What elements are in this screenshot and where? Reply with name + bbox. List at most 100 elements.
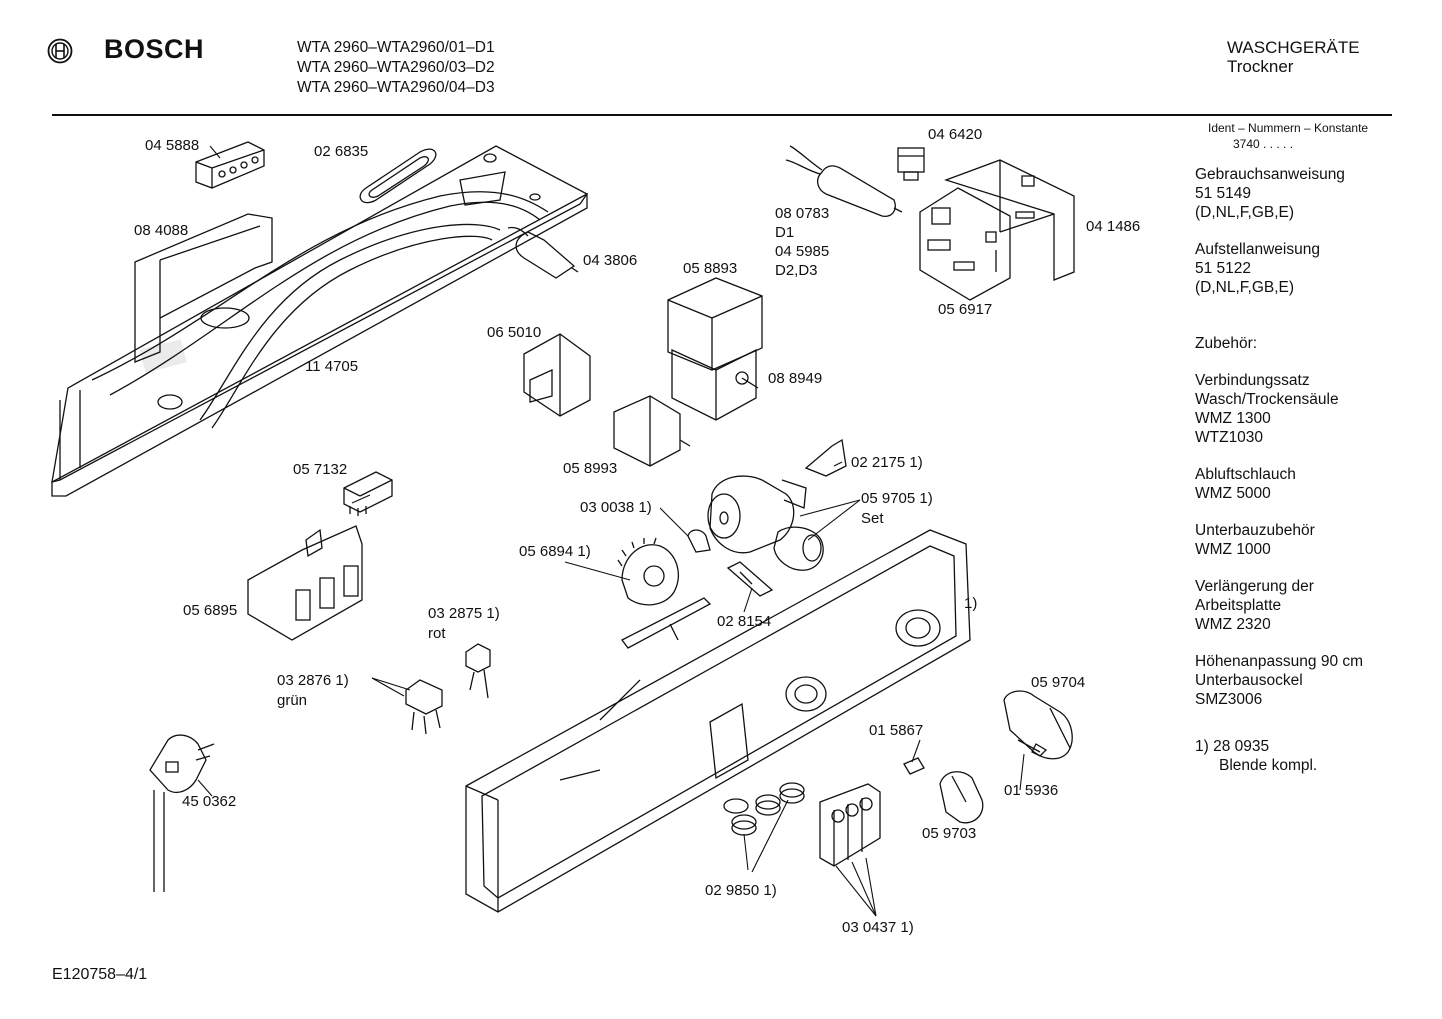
footnote: 1) 28 0935 Blende kompl. <box>1195 737 1363 775</box>
model-line: WTA 2960–WTA2960/04–D3 <box>297 79 495 96</box>
cam-gear-part <box>617 537 679 606</box>
document-code: E120758–4/1 <box>52 966 148 983</box>
sidebar-line: Verlängerung der <box>1195 578 1314 595</box>
sidebar-block: Verbindungssatz Wasch/Trockensäule WMZ 1… <box>1195 371 1363 447</box>
sidebar-line: WTZ1030 <box>1195 429 1264 446</box>
sidebar-line: Gebrauchsanweisung <box>1195 166 1345 183</box>
part-label-030038: 03 0038 1) <box>580 499 652 516</box>
sidebar-line: SMZ3006 <box>1195 691 1263 708</box>
sidebar-line: Unterbausockel <box>1195 672 1303 689</box>
sidebar-line: Arbeitsplatte <box>1195 597 1282 614</box>
footnote-line: Blende kompl. <box>1219 757 1318 774</box>
sidebar-line: 51 5149 <box>1195 185 1252 202</box>
part-label-d1: D1 <box>775 224 795 241</box>
sidebar-line: (D,NL,F,GB,E) <box>1195 279 1295 296</box>
relay-part <box>897 147 925 181</box>
part-label-059704: 05 9704 <box>1031 674 1086 691</box>
sidebar-block: Gebrauchsanweisung 51 5149 (D,NL,F,GB,E) <box>1195 165 1363 222</box>
part-label-065010: 06 5010 <box>487 324 542 341</box>
ident-value: 3740 . . . . . <box>1233 137 1294 151</box>
part-label-026835: 02 6835 <box>314 143 369 160</box>
part-label-450362: 45 0362 <box>182 793 237 810</box>
part-label-045888: 04 5888 <box>145 137 200 154</box>
indicator-bar-part <box>621 597 712 649</box>
part-label-022175: 02 2175 1) <box>851 454 923 471</box>
shaft-part <box>726 561 774 597</box>
model-line: WTA 2960–WTA2960/03–D2 <box>297 59 495 76</box>
sidebar-line: Verbindungssatz <box>1195 372 1310 389</box>
sidebar-block: Höhenanpassung 90 cm Unterbausockel SMZ3… <box>1195 652 1363 709</box>
push-button-part <box>819 783 881 867</box>
connector-part <box>343 471 393 516</box>
sidebar-line: Abluftschlauch <box>1195 466 1296 483</box>
part-label-041486: 04 1486 <box>1086 218 1141 235</box>
sidebar-block: Aufstellanweisung 51 5122 (D,NL,F,GB,E) <box>1195 240 1363 297</box>
part-label-gruen: grün <box>277 692 308 709</box>
leader-lines <box>197 145 1025 917</box>
spring-part <box>723 782 805 836</box>
control-knob-large-part <box>1003 690 1073 760</box>
part-label-panel: 1) <box>964 595 978 612</box>
part-label-058993: 05 8993 <box>563 460 618 477</box>
part-label-d2d3: D2,D3 <box>775 262 818 279</box>
sidebar-block: Unterbauzubehör WMZ 1000 <box>1195 521 1363 559</box>
part-label-059705: 05 9705 1) <box>861 490 933 507</box>
part-label-056895: 05 6895 <box>183 602 238 619</box>
part-label-088949: 08 8949 <box>768 370 823 387</box>
sidebar-line: Höhenanpassung 90 cm <box>1195 653 1364 670</box>
sidebar-block: Verlängerung der Arbeitsplatte WMZ 2320 <box>1195 577 1363 634</box>
part-label-032875: 03 2875 1) <box>428 605 500 622</box>
sidebar-line: Zubehör: <box>1195 335 1258 352</box>
part-label-056917: 05 6917 <box>938 301 993 318</box>
header-divider <box>52 114 1392 116</box>
bracket-part <box>134 213 273 363</box>
selector-switch-part <box>613 395 691 467</box>
part-label-032876: 03 2876 1) <box>277 672 349 689</box>
small-clip-part <box>903 757 925 775</box>
part-label-set: Set <box>861 510 884 527</box>
model-line: WTA 2960–WTA2960/01–D1 <box>297 39 495 56</box>
part-label-028154: 02 8154 <box>717 613 772 630</box>
clip-part <box>687 529 711 553</box>
sidebar-line: WMZ 1300 <box>1195 410 1271 427</box>
part-label-015936: 01 5936 <box>1004 782 1059 799</box>
footnote-line: 1) 28 0935 <box>1195 738 1270 755</box>
sidebar-line: Unterbauzubehör <box>1195 522 1315 539</box>
sidebar-block: Zubehör: <box>1195 334 1363 353</box>
capacitor-large-part <box>785 145 903 217</box>
terminal-block-part <box>195 141 265 189</box>
part-label-043806: 04 3806 <box>583 252 638 269</box>
control-knob-part <box>939 771 984 824</box>
plug-connector-part <box>405 643 491 735</box>
brand-name: BOSCH <box>104 34 205 64</box>
sidebar-line: 51 5122 <box>1195 260 1252 277</box>
pcb-part <box>919 187 1011 301</box>
part-label-056894: 05 6894 1) <box>519 543 591 560</box>
sidebar-line: Wasch/Trockensäule <box>1195 391 1339 408</box>
bosch-logo-icon <box>47 38 73 64</box>
part-label-058893: 05 8893 <box>683 260 738 277</box>
part-label-030437: 03 0437 1) <box>842 919 914 936</box>
category-subtitle: Trockner <box>1227 57 1294 76</box>
model-list: WTA 2960–WTA2960/01–D1 WTA 2960–WTA2960/… <box>297 38 495 98</box>
fascia-panel-part <box>465 529 971 913</box>
screw-part <box>1017 739 1048 757</box>
switch-housing-part <box>247 525 363 641</box>
support-frame-part <box>943 159 1075 281</box>
part-label-045985: 04 5985 <box>775 243 830 260</box>
category-block: WASCHGERÄTE Trockner <box>1227 38 1360 76</box>
top-frame-part <box>51 145 588 497</box>
accessory-sidebar: Gebrauchsanweisung 51 5149 (D,NL,F,GB,E)… <box>1195 165 1363 775</box>
capacitor-small-part <box>507 226 579 279</box>
part-label-046420: 04 6420 <box>928 126 983 143</box>
exploded-diagram <box>51 141 1075 917</box>
part-label-rot: rot <box>428 625 446 642</box>
category-title: WASCHGERÄTE <box>1227 38 1360 57</box>
part-label-029850: 02 9850 1) <box>705 882 777 899</box>
part-label-114705: 11 4705 <box>305 358 359 375</box>
sidebar-line: Aufstellanweisung <box>1195 241 1320 258</box>
sidebar-block: Abluftschlauch WMZ 5000 <box>1195 465 1363 503</box>
gasket-part <box>359 148 437 204</box>
part-label-059703: 05 9703 <box>922 825 977 842</box>
part-label-057132: 05 7132 <box>293 461 348 478</box>
